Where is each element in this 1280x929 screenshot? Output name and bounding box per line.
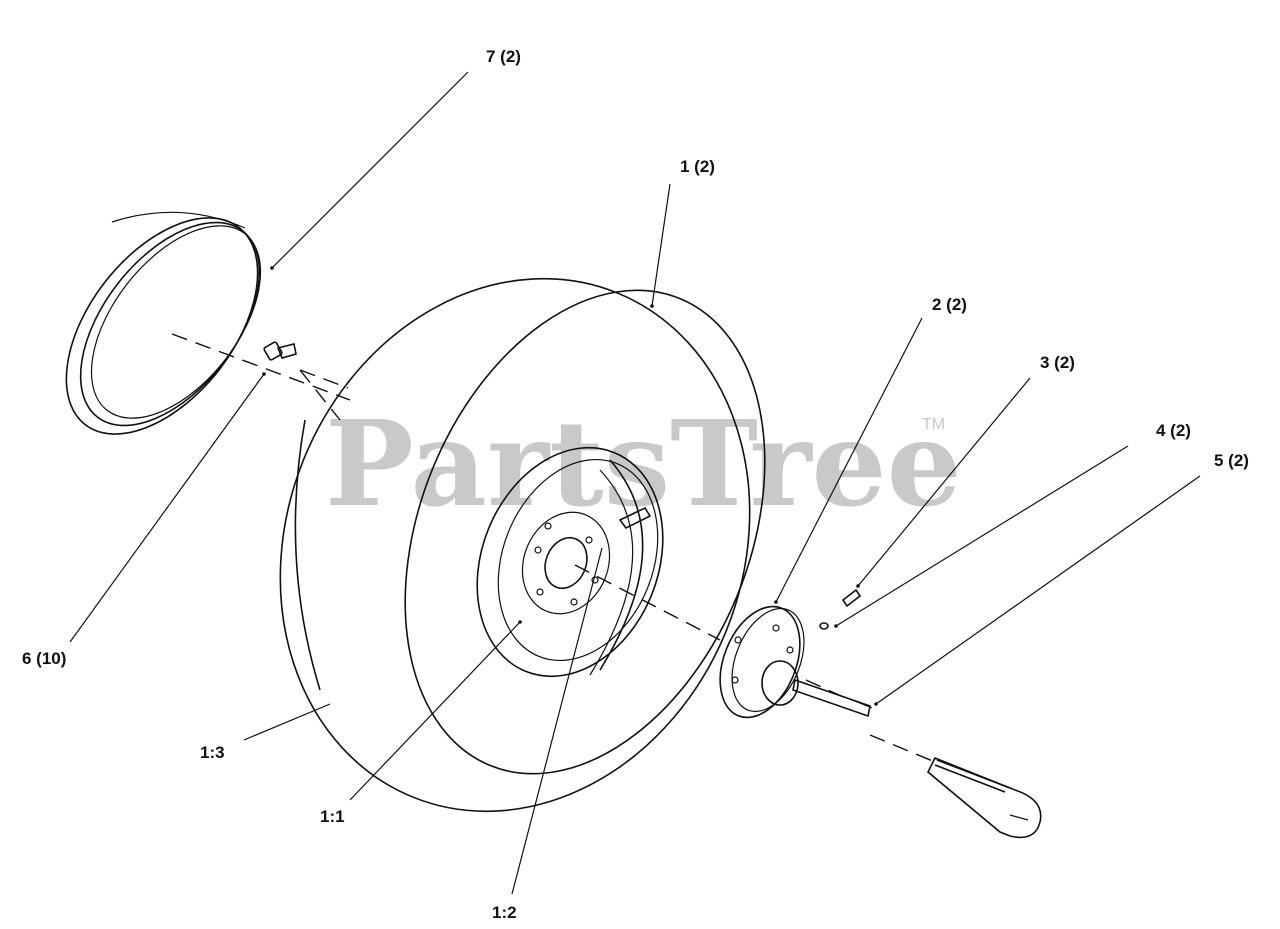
- wheel-rim: [476, 446, 664, 678]
- valve-stem: [618, 506, 652, 530]
- set-screw: [841, 588, 862, 608]
- callout-1-1: 1:1: [320, 807, 345, 826]
- shaft-key: [792, 678, 873, 718]
- axle-pin: [927, 756, 1042, 839]
- washer: [819, 622, 829, 630]
- callout-1: 1 (2): [680, 157, 715, 176]
- watermark-tm: TM: [922, 416, 945, 433]
- callout-6: 6 (10): [22, 649, 66, 668]
- callout-1-2: 1:2: [492, 903, 517, 922]
- callout-1-3: 1:3: [200, 743, 225, 762]
- callout-2: 2 (2): [932, 295, 967, 314]
- axis-line-axle: [869, 734, 936, 763]
- leader-lines: [69, 71, 1201, 895]
- callout-7: 7 (2): [486, 47, 521, 66]
- callout-3: 3 (2): [1040, 353, 1075, 372]
- axis-line-cap: [171, 333, 351, 401]
- axis-line-rim: [574, 564, 721, 641]
- callout-5: 5 (2): [1214, 451, 1249, 470]
- axis-line-hub: [805, 679, 851, 701]
- callout-4: 4 (2): [1156, 421, 1191, 440]
- watermark-text: PartsTree: [325, 394, 962, 533]
- lug-bolt: [263, 341, 297, 361]
- hub-flange: [719, 605, 805, 719]
- axis-line-bolt: [299, 369, 349, 421]
- tire: [279, 277, 766, 813]
- hub-cap-ring: [65, 211, 262, 435]
